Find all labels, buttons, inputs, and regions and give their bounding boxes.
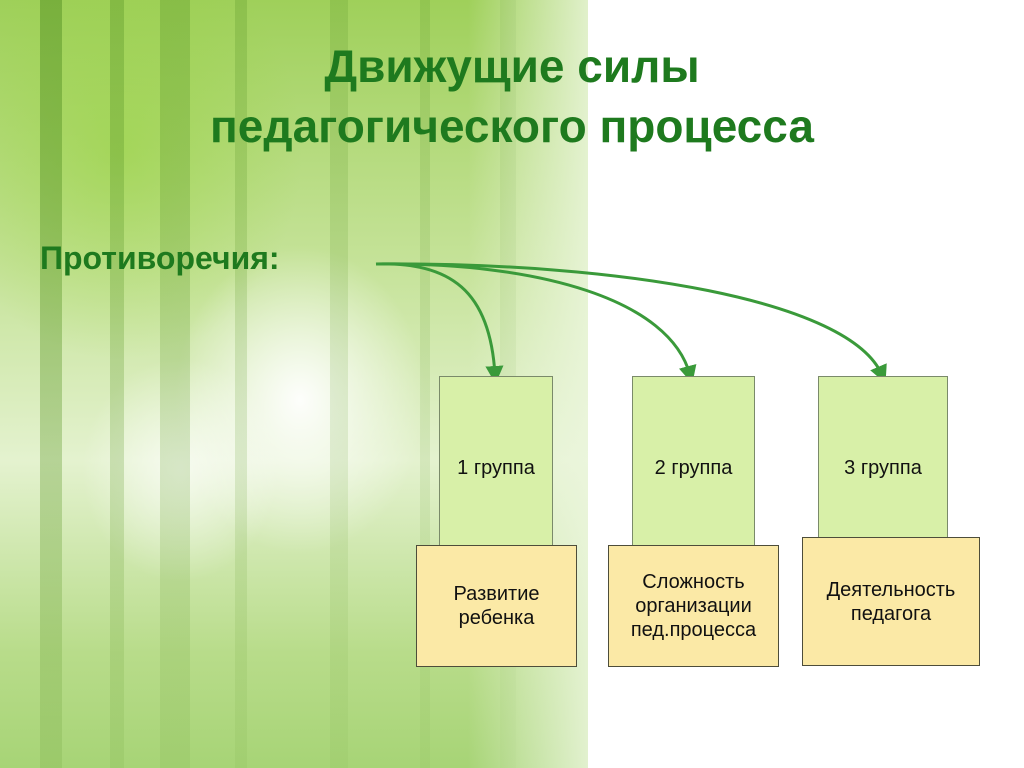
- group-3-label: 3 группа: [844, 457, 922, 479]
- title-line-1: Движущие силы: [324, 40, 700, 92]
- slide-title: Движущие силы педагогического процесса: [0, 36, 1024, 156]
- group-1-label: 1 группа: [457, 457, 535, 479]
- arrow-to-group-3: [375, 262, 887, 384]
- group-1-box: 1 группа: [439, 376, 553, 548]
- group-2-box: 2 группа: [632, 376, 755, 548]
- group-3-box: 3 группа: [818, 376, 948, 540]
- arrow-to-group-1: [375, 262, 504, 384]
- group-2-label: 2 группа: [654, 457, 733, 479]
- group-2-description: Сложность организации пед.процесса: [608, 545, 779, 667]
- title-line-2: педагогического процесса: [210, 100, 814, 152]
- contradictions-heading: Противоречия:: [40, 240, 280, 276]
- group-1-description: Развитие ребенка: [416, 545, 577, 667]
- group-3-description: Деятельность педагога: [802, 537, 980, 666]
